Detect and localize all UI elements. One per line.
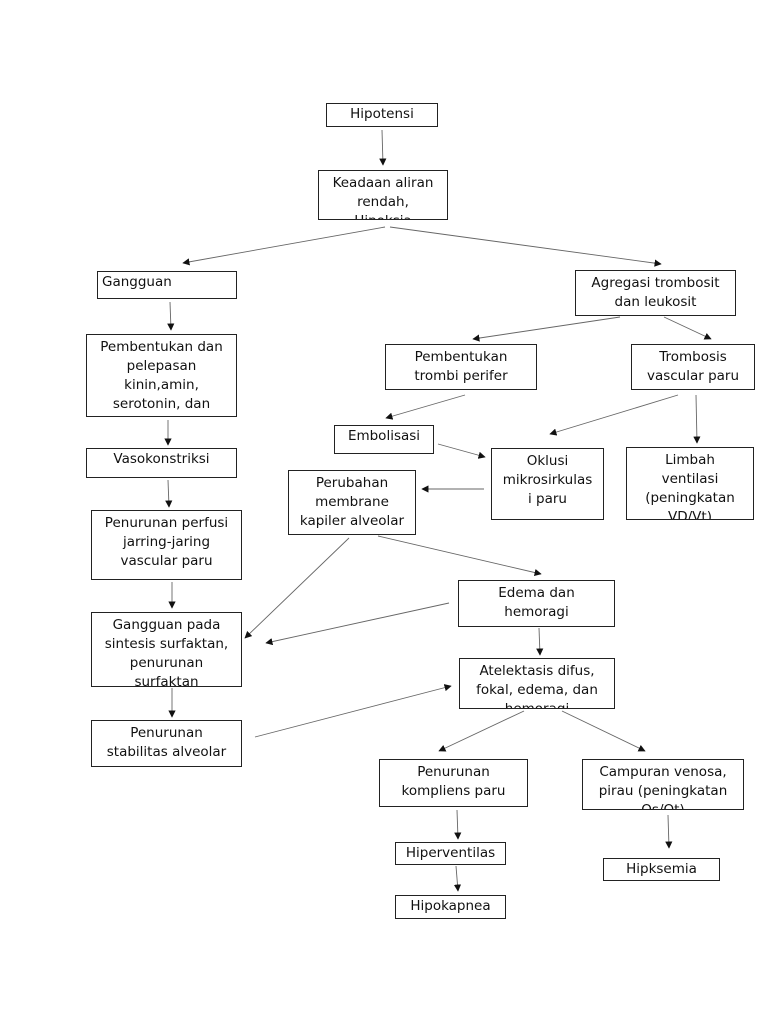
edge-agregasi-trombi bbox=[472, 316, 621, 342]
node-hipokapnea: Hipokapnea bbox=[395, 895, 506, 919]
edge-atelektasis-kompliens bbox=[438, 710, 525, 752]
node-penurunan-perfusi: Penurunan perfusi jarring-jaring vascula… bbox=[91, 510, 242, 580]
node-agregasi-trombosit: Agregasi trombosit dan leukosit bbox=[575, 270, 736, 316]
node-edema-hemoragi: Edema dan hemoragi bbox=[458, 580, 615, 627]
edge-hipotensi-keadaan bbox=[379, 129, 387, 166]
node-pembentukan-pelepasan: Pembentukan dan pelepasan kinin,amin, se… bbox=[86, 334, 237, 417]
node-perubahan-membrane: Perubahan membrane kapiler alveolar bbox=[288, 470, 416, 535]
node-hiperventilas: Hiperventilas bbox=[395, 842, 506, 865]
edge-gangguan-pembentukan bbox=[167, 301, 175, 331]
edge-embolisasi-oklusi bbox=[437, 443, 486, 459]
node-hipotensi: Hipotensi bbox=[326, 103, 438, 127]
node-gangguan-sintesis-surfaktan: Gangguan pada sintesis surfaktan, penuru… bbox=[91, 612, 242, 687]
edge-kompliens-hiperventilas bbox=[454, 809, 462, 840]
edge-hiperventilas-hipokapnea bbox=[453, 865, 462, 892]
node-penurunan-stabilitas: Penurunan stabilitas alveolar bbox=[91, 720, 242, 767]
node-pembentukan-trombi: Pembentukan trombi perifer bbox=[385, 344, 537, 390]
edge-edema-atelektasis bbox=[536, 627, 544, 656]
node-keadaan-aliran-rendah: Keadaan aliran rendah, Hipoksia bbox=[318, 170, 448, 220]
edge-perubahan-gangguan-sintesis bbox=[244, 537, 350, 639]
edge-vasokonstriksi-perfusi bbox=[165, 479, 173, 508]
edge-campuran-hipksemia bbox=[665, 814, 673, 849]
node-oklusi-mikrosirkulasi: Oklusi mikrosirkulas i paru bbox=[491, 448, 604, 520]
node-vasokonstriksi: Vasokonstriksi bbox=[86, 448, 237, 478]
edge-perubahan-edema bbox=[377, 535, 542, 577]
node-penurunan-kompliens: Penurunan kompliens paru bbox=[379, 759, 528, 807]
edge-edema-gangguan-sintesis bbox=[265, 602, 450, 646]
edge-trombi-embolisasi bbox=[385, 394, 466, 420]
edge-agregasi-trombosis bbox=[663, 316, 712, 340]
edge-keadaan-agregasi bbox=[389, 226, 662, 267]
edge-atelektasis-campuran bbox=[561, 710, 646, 752]
node-atelektasis: Atelektasis difus, fokal, edema, dan hem… bbox=[459, 658, 615, 709]
edge-stabilitas-atelektasis bbox=[254, 684, 452, 738]
node-limbah-ventilasi: Limbah ventilasi (peningkatan VD/Vt) bbox=[626, 447, 754, 520]
edge-trombosis-oklusi bbox=[549, 394, 679, 436]
node-trombosis-vascular: Trombosis vascular paru bbox=[631, 344, 755, 390]
node-campuran-venosa: Campuran venosa, pirau (peningkatan Qs/Q… bbox=[582, 759, 744, 810]
edge-keadaan-gangguan bbox=[182, 226, 386, 266]
node-gangguan: Gangguan bbox=[97, 271, 237, 299]
edge-trombosis-limbah bbox=[693, 394, 701, 444]
node-hipksemia: Hipksemia bbox=[603, 858, 720, 881]
node-embolisasi: Embolisasi bbox=[334, 425, 434, 454]
